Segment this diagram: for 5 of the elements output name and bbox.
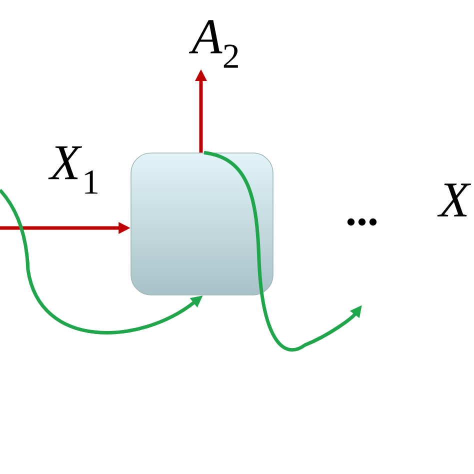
- edge-label: X$_{1}$: [48, 146, 98, 194]
- output-label: A$_{2}$: [188, 20, 238, 68]
- variable-label: X: [437, 184, 472, 216]
- rounded-box: [130, 152, 274, 296]
- ellipsis: ...: [347, 218, 377, 226]
